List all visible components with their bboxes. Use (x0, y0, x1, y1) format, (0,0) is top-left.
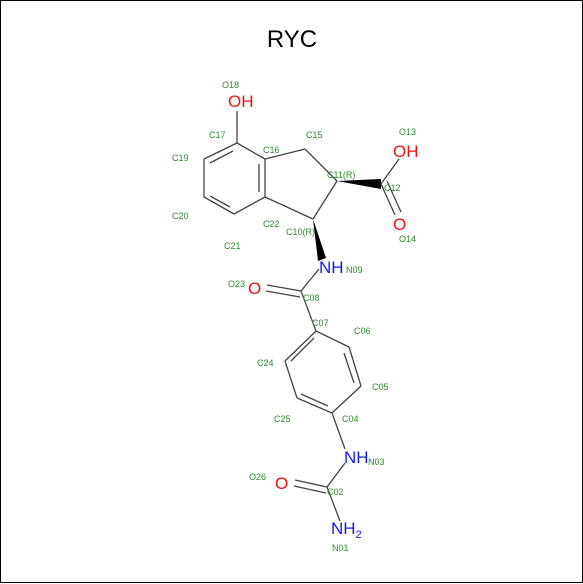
atom-label-c24: C24 (257, 358, 274, 368)
bond-c05-c04 (331, 385, 362, 414)
atom-label-o23: O23 (228, 279, 245, 289)
bond-n03-c02 (326, 462, 346, 488)
bond-c22-c21 (233, 196, 266, 215)
bonds (203, 111, 402, 522)
atom-label-n03: N03 (368, 457, 385, 467)
atom-label-c02: C02 (327, 487, 344, 497)
bond-c12-o14-b (386, 180, 402, 213)
bond-c10-c22 (264, 196, 314, 220)
atom-label-c06: C06 (354, 326, 371, 336)
nh2-main: NH (331, 519, 356, 538)
atom-label-o26: O26 (249, 472, 266, 482)
bond-c02-o26-b (293, 485, 327, 494)
bond-c08-c07 (300, 290, 317, 332)
atom-label-c15: C15 (306, 130, 323, 140)
bond-c24-c07 (284, 330, 317, 362)
bond-n09-c08 (300, 268, 320, 292)
bond-c19-c17 (203, 142, 238, 160)
nh-amide-label: NH (319, 258, 344, 277)
bond-c21-c20 (203, 196, 235, 215)
bond-c06-c05 (348, 346, 362, 387)
o-urea-label: O (275, 474, 288, 493)
atom-label-c16: C16 (263, 145, 280, 155)
nh-urea-label: NH (344, 448, 369, 467)
o-amide-label: O (248, 279, 261, 298)
bond-inner-4 (343, 352, 355, 384)
bond-c02-n01 (326, 486, 341, 522)
bond-c08-o23-a (266, 284, 302, 292)
atom-label-o13: O13 (399, 127, 416, 137)
bond-c04-n03 (331, 412, 346, 450)
bond-c11-c10 (312, 180, 338, 220)
atom-label-c19: C19 (172, 153, 189, 163)
heteroatoms: OH OH O NH O NH O NH2 (228, 92, 419, 541)
bond-inner-5 (300, 393, 329, 407)
bond-c25-c24 (284, 360, 298, 399)
atom-label-o18: O18 (222, 80, 239, 90)
wedge-c10-n09 (313, 219, 326, 261)
atom-label-c22: C22 (263, 219, 280, 229)
bond-c07-c06 (315, 330, 350, 348)
oh-acid-label: OH (393, 142, 419, 161)
atom-label-c10: C10(R) (286, 227, 315, 237)
bond-c17-c16 (236, 142, 266, 160)
atom-label-c04: C04 (342, 414, 359, 424)
o-acid-label: O (393, 215, 406, 234)
atom-label-c05: C05 (372, 382, 389, 392)
atom-label-c17: C17 (209, 130, 226, 140)
bond-c02-o26-a (294, 479, 328, 488)
atom-label-c08: C08 (303, 293, 320, 303)
atom-label-c21: C21 (224, 241, 241, 251)
atom-label-c25: C25 (274, 414, 291, 424)
atom-label-c07: C07 (312, 318, 329, 328)
atom-label-n01: N01 (332, 543, 349, 553)
nh2-label: NH2 (331, 519, 362, 541)
atom-label-c11: C11(R) (327, 170, 355, 180)
bond-c12-o14-a (380, 183, 396, 216)
nh2-subscript: 2 (356, 529, 362, 541)
wedge-c11-c12 (337, 179, 381, 189)
bond-inner-3 (209, 150, 234, 164)
atom-labels: O18 C17 C15 C16 C19 O13 C11(R) C12 C20 C… (172, 80, 416, 553)
atom-label-n09: N09 (346, 265, 363, 275)
atom-label-c12: C12 (384, 183, 401, 193)
atom-label-o14: O14 (399, 234, 416, 244)
bond-c16-c15 (264, 148, 306, 160)
oh-top-label: OH (228, 92, 254, 111)
atom-label-c20: C20 (172, 211, 189, 221)
bond-c08-o23-b (265, 290, 301, 298)
bond-c12-o13 (380, 158, 400, 185)
bond-inner-2 (209, 195, 231, 208)
molecule-title: RYC (267, 26, 317, 53)
bond-inner-6 (290, 337, 315, 362)
bond-c15-c11 (304, 148, 338, 182)
bond-c04-c25 (296, 397, 333, 414)
